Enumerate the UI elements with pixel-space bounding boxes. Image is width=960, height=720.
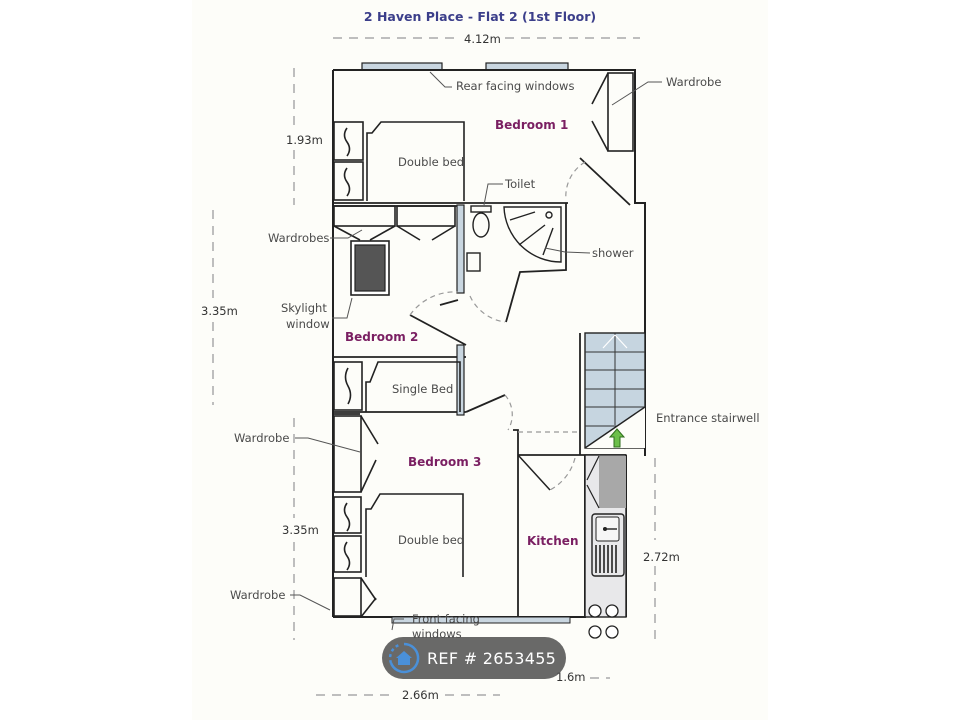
- double-bed-bedroom1: [333, 121, 465, 201]
- label-rear-windows: Rear facing windows: [456, 79, 575, 93]
- door-swings: [409, 161, 586, 491]
- hob: [588, 604, 619, 639]
- dimension-bedroom2-height: 3.35m: [199, 304, 240, 318]
- label-double-bed-bedroom1: Double bed: [398, 155, 465, 169]
- label-double-bed-bedroom3: Double bed: [398, 533, 465, 547]
- stairwell: [584, 332, 646, 449]
- interior-walls: [333, 157, 631, 617]
- label-shower: shower: [592, 246, 634, 260]
- house-icon: [387, 641, 421, 675]
- wardrobe-bedroom3-top: [333, 415, 379, 493]
- dimension-bottom-right-width: 1.6m: [554, 670, 588, 684]
- label-skylight-line2: window: [286, 317, 330, 331]
- dimension-kitchen-height: 2.72m: [641, 550, 682, 564]
- rear-window-left: [361, 62, 443, 71]
- bathroom-partition: [456, 204, 465, 294]
- double-bed-bedroom3: [333, 493, 464, 577]
- room-label-bedroom2: Bedroom 2: [345, 330, 419, 344]
- shower-tray: [503, 206, 562, 263]
- single-bed: [333, 361, 461, 412]
- label-skylight-line1: Skylight: [281, 301, 327, 315]
- room-label-bedroom1: Bedroom 1: [495, 118, 569, 132]
- room-label-kitchen: Kitchen: [527, 534, 579, 548]
- dimension-bedroom3-height: 3.35m: [280, 523, 321, 537]
- wardrobes-bedroom2: [333, 205, 456, 241]
- room-label-bedroom3: Bedroom 3: [408, 455, 482, 469]
- label-wardrobes-bedroom2: Wardrobes: [268, 231, 330, 245]
- label-single-bed: Single Bed: [392, 382, 454, 396]
- toilet-fixture: [466, 205, 492, 272]
- label-toilet: Toilet: [505, 177, 536, 191]
- reference-number: REF # 2653455: [427, 648, 557, 668]
- floor-plan-canvas: [192, 0, 768, 720]
- wardrobe-bedroom1: [591, 72, 634, 152]
- dimension-lines: [212, 37, 656, 696]
- wardrobe-bedroom3-bottom: [333, 577, 377, 618]
- dimension-top-width: 4.12m: [462, 32, 503, 46]
- dimension-bottom-left-width: 2.66m: [400, 688, 441, 702]
- plan-title: 2 Haven Place - Flat 2 (1st Floor): [363, 9, 597, 24]
- label-entrance-stairwell: Entrance stairwell: [656, 411, 760, 425]
- kitchen-units: [517, 454, 627, 639]
- label-wardrobe-bedroom1: Wardrobe: [666, 75, 722, 89]
- label-front-windows-line1: Front facing: [412, 612, 480, 626]
- up-arrow-icon: [608, 428, 626, 448]
- reference-watermark: REF # 2653455: [382, 637, 566, 679]
- dimension-bedroom1-height: 1.93m: [284, 133, 325, 147]
- front-window: [391, 616, 571, 624]
- leader-lines: [290, 71, 662, 631]
- label-wardrobe-bedroom3-top: Wardrobe: [234, 431, 290, 445]
- rear-window-right: [485, 62, 569, 71]
- label-wardrobe-bedroom3-bottom: Wardrobe: [230, 588, 286, 602]
